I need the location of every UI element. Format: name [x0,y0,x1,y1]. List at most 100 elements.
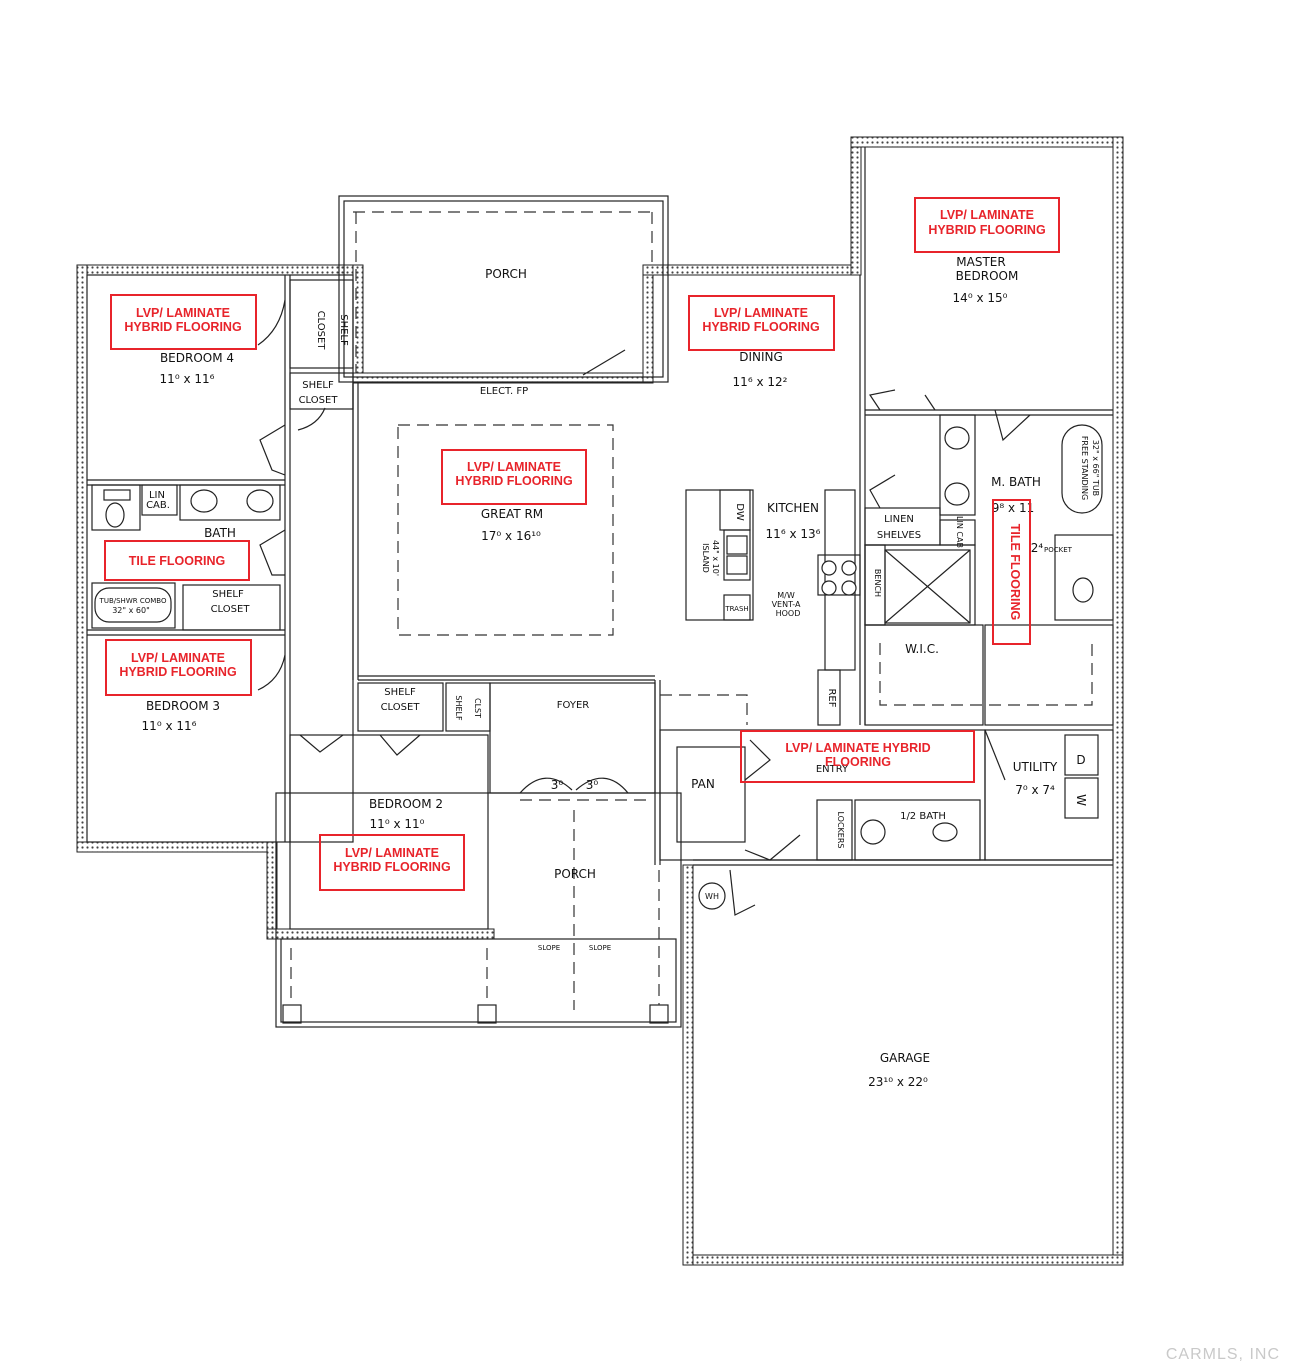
flooring-entry: LVP/ LAMINATE HYBRID FLOORING [740,730,975,783]
dim-m-bath: 9⁸ x 11 [992,501,1034,515]
svg-text:LVP/ LAMINATE: LVP/ LAMINATE [714,306,808,320]
label-mw-2: VENT-A [772,600,801,609]
label-garage: GARAGE [880,1051,930,1065]
label-master-1: MASTER [956,255,1005,269]
label-slope-2: SLOPE [589,944,611,952]
watermark: CARMLS, INC [1165,1346,1280,1363]
label-pocket-dim: 2⁴ [1031,541,1044,555]
door-swings [257,299,1031,916]
label-dw: DW [734,503,745,521]
svg-text:TILE FLOORING: TILE FLOORING [1008,524,1022,621]
flooring-m-bath: TILE FLOORING [992,499,1031,645]
svg-text:HYBRID FLOORING: HYBRID FLOORING [119,665,236,679]
label-washer: W [1074,794,1088,806]
flooring-bath: TILE FLOORING [104,540,250,581]
label-island-1: ISLAND [701,543,710,573]
label-utility: UTILITY [1013,760,1058,774]
label-lin-cab-2: CAB. [146,500,170,511]
dim-great-rm: 17⁰ x 16¹⁰ [481,529,541,543]
label-tub-combo-2: 32" x 60" [112,606,150,615]
label-slope-1: SLOPE [538,944,560,952]
label-closet-b2: CLOSET [381,702,421,713]
label-closet-hall: CLOSET [299,395,339,406]
label-tub-combo-1: TUB/SHWR COMBO [99,597,167,605]
flooring-bedroom3: LVP/ LAMINATE HYBRID FLOORING [105,639,252,696]
exterior-walls [76,136,1124,1266]
dim-master: 14⁰ x 15⁰ [953,291,1008,305]
room-labels: PORCH MASTER BEDROOM 14⁰ x 15⁰ DINING 11… [142,255,1058,1089]
flooring-bedroom4: LVP/ LAMINATE HYBRID FLOORING [110,294,257,350]
label-bedroom2: BEDROOM 2 [369,797,443,811]
svg-text:LVP/ LAMINATE: LVP/ LAMINATE [467,460,561,474]
label-porch-rear: PORCH [485,267,527,281]
label-bedroom3: BEDROOM 3 [146,699,220,713]
porches [275,195,1093,1028]
label-master-2: BEDROOM [956,269,1019,283]
svg-text:LVP/ LAMINATE: LVP/ LAMINATE [940,208,1034,222]
dim-garage: 23¹⁰ x 22⁰ [868,1075,928,1089]
svg-text:LVP/ LAMINATE: LVP/ LAMINATE [345,846,439,860]
fixture-shapes [94,424,1103,910]
label-shelf-hall: SHELF [302,380,334,391]
flooring-great-rm: LVP/ LAMINATE HYBRID FLOORING [441,449,587,505]
label-shelves: SHELVES [877,530,921,541]
label-shelf-b4: SHELF [338,314,349,346]
dim-kitchen: 11⁶ x 13⁶ [766,527,821,541]
label-closet-bath: CLOSET [211,604,251,615]
label-door-2: 3⁰ [586,778,599,792]
svg-text:LVP/ LAMINATE: LVP/ LAMINATE [136,306,230,320]
label-linen: LINEN [884,514,914,525]
label-mw-1: M/W [777,591,795,600]
label-great-rm: GREAT RM [481,507,543,521]
label-free-standing-2: 32" x 66" TUB [1091,440,1100,496]
label-elect-fp: ELECT. FP [480,386,528,397]
interior-walls [86,147,1114,930]
svg-text:HYBRID FLOORING: HYBRID FLOORING [124,320,241,334]
label-half-bath: 1/2 BATH [900,811,946,822]
label-pan: PAN [691,777,715,791]
label-porch-front: PORCH [554,867,596,881]
label-trash: TRASH [724,605,748,613]
dim-bedroom3: 11⁰ x 11⁶ [142,719,197,733]
svg-text:LVP/ LAMINATE: LVP/ LAMINATE [131,651,225,665]
label-bedroom4: BEDROOM 4 [160,351,234,365]
label-entry: ENTRY [816,764,849,775]
label-shelf-clst-1: SHELF [454,695,463,721]
label-wh: WH [705,892,719,901]
svg-text:FLOORING: FLOORING [825,755,891,769]
svg-text:HYBRID FLOORING: HYBRID FLOORING [928,223,1045,237]
label-door-1: 3⁰ [551,778,564,792]
flooring-annotations: LVP/ LAMINATE HYBRID FLOORING LVP/ LAMIN… [104,197,1060,891]
label-bath: BATH [204,526,236,540]
label-m-bath: M. BATH [991,475,1041,489]
flooring-master: LVP/ LAMINATE HYBRID FLOORING [914,197,1060,253]
dim-utility: 7⁰ x 7⁴ [1015,783,1055,797]
label-shelf-b2: SHELF [384,687,416,698]
label-wic: W.I.C. [905,642,939,656]
label-lockers: LOCKERS [836,812,845,849]
label-mw-3: HOOD [776,609,801,618]
label-bench: BENCH [873,569,882,597]
label-foyer: FOYER [557,700,590,711]
label-free-standing-1: FREE STANDING [1080,436,1089,500]
label-closet-b4: CLOSET [315,311,326,351]
flooring-dining: LVP/ LAMINATE HYBRID FLOORING [688,295,835,351]
label-ref: REF [826,688,837,707]
svg-text:TILE FLOORING: TILE FLOORING [129,554,226,568]
label-lin-cab-master: LIN CAB [955,516,964,548]
flooring-bedroom2: LVP/ LAMINATE HYBRID FLOORING [319,834,465,891]
svg-text:HYBRID FLOORING: HYBRID FLOORING [333,860,450,874]
label-shelf-bath: SHELF [212,589,244,600]
label-lin-cab-1: LIN [149,490,165,501]
label-pocket: POCKET [1044,546,1073,554]
svg-text:HYBRID FLOORING: HYBRID FLOORING [455,474,572,488]
fixture-labels: CLOSET SHELF SHELF CLOSET ELECT. FP LIN … [99,311,1100,952]
svg-text:HYBRID FLOORING: HYBRID FLOORING [702,320,819,334]
dim-bedroom2: 11⁰ x 11⁰ [370,817,425,831]
label-kitchen: KITCHEN [767,501,819,515]
label-island-2: 44" x 10' [711,540,720,576]
svg-text:LVP/ LAMINATE HYBRID: LVP/ LAMINATE HYBRID [785,741,930,755]
label-dryer: D [1076,753,1085,767]
dim-dining: 11⁶ x 12² [733,375,788,389]
